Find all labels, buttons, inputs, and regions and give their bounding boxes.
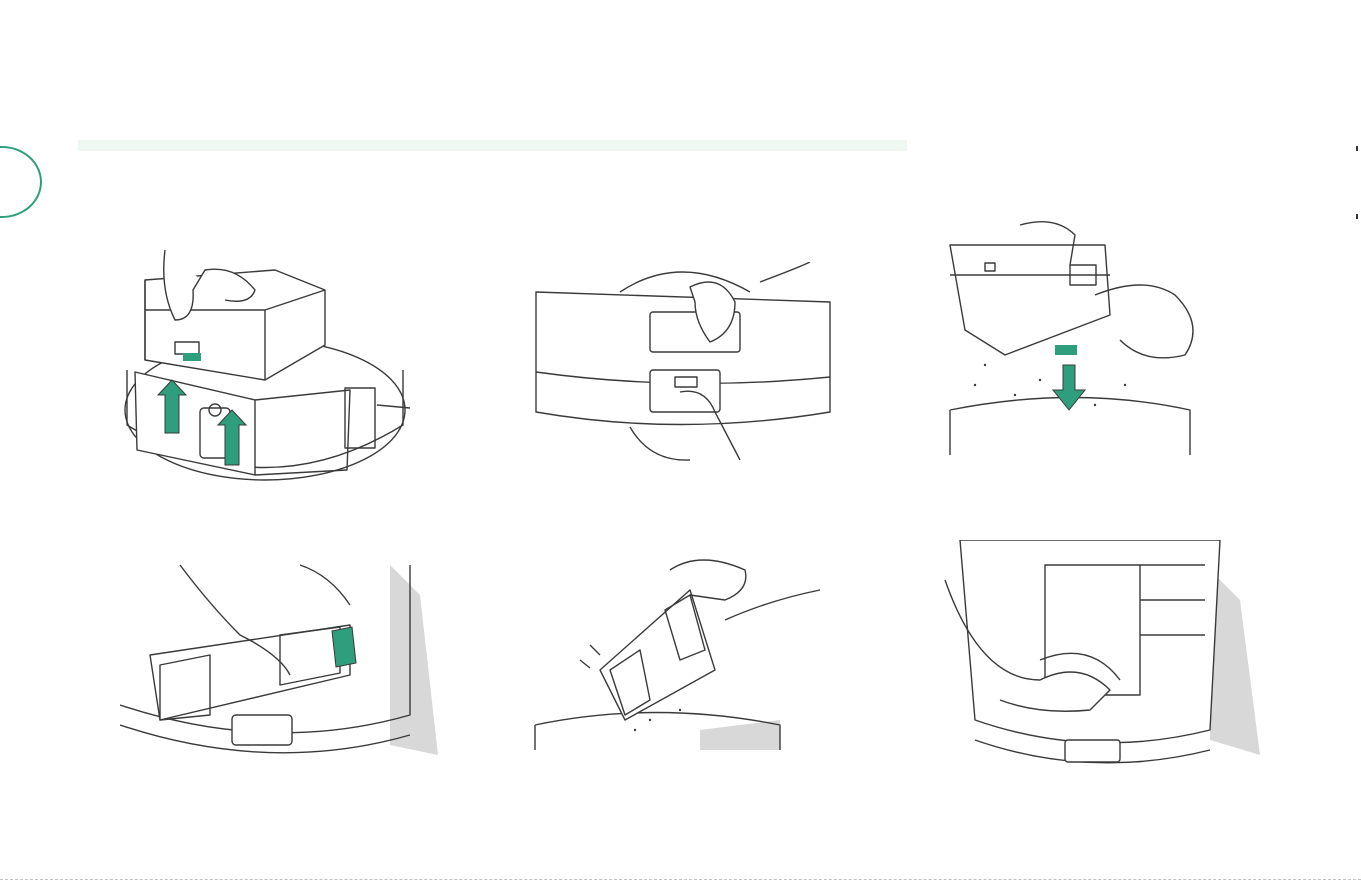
remove-filter-icon	[120, 555, 440, 775]
margin-tick	[1356, 146, 1358, 151]
press-release-button-icon	[530, 262, 842, 462]
step-2-illustration	[530, 262, 842, 462]
step-3-illustration	[945, 215, 1230, 455]
empty-dustbin-icon	[945, 215, 1230, 455]
header-band	[78, 140, 907, 151]
section-tab-circle	[0, 146, 42, 218]
tap-filter-icon	[530, 550, 830, 750]
lift-dustbin-icon	[115, 250, 415, 495]
step-6-illustration	[940, 540, 1262, 780]
margin-tick	[1356, 214, 1358, 219]
wipe-dustbin-icon	[940, 540, 1262, 780]
step-4-illustration	[120, 555, 440, 775]
step-1-illustration	[115, 250, 415, 495]
step-5-illustration	[530, 550, 830, 750]
